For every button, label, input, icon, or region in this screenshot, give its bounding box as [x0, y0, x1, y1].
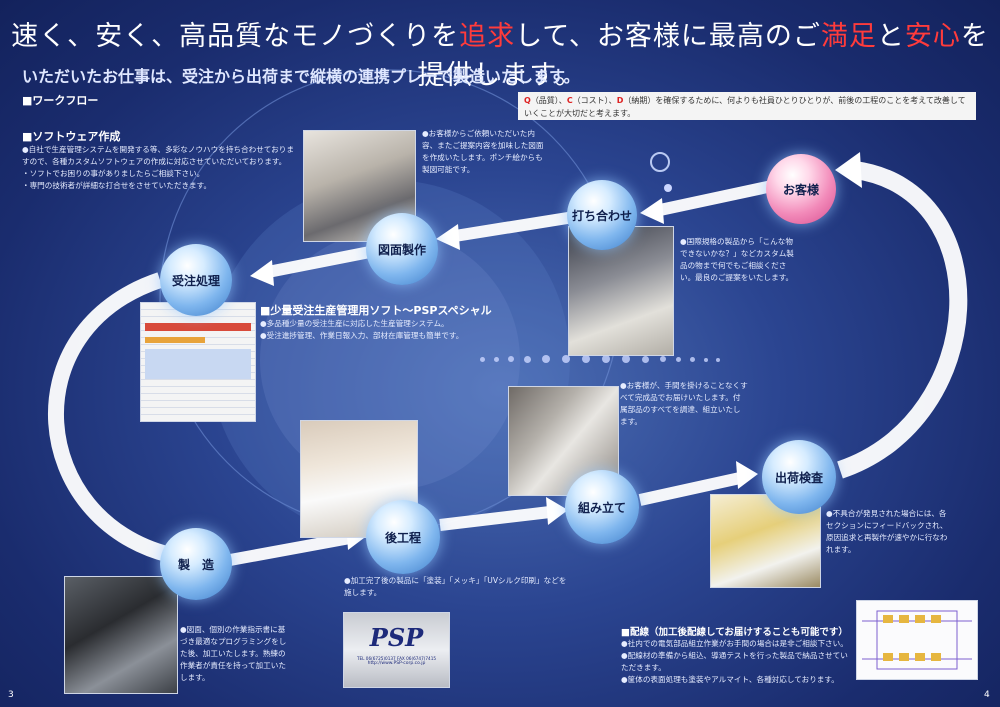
- psp-nameplate: PSP TEL 06(6725)0137 FAX 06(6747)7415 ht…: [343, 612, 450, 688]
- page-number-right: 4: [984, 690, 990, 700]
- software-line: ・専門の技術者が詳細な打合せをさせていただきます。: [22, 181, 212, 190]
- psp-logo: PSP: [369, 623, 424, 652]
- manufacture-note: ●図面、個別の作業指示書に基づき最適なプログラミングをした後、加工いたします。熟…: [180, 625, 287, 682]
- wiring-heading: ■配線（加工後配線してお届けすることも可能です）: [621, 627, 848, 638]
- psp-line: ●受注進捗管理、作業日報入力、部材在庫管理も簡単です。: [260, 331, 464, 340]
- workflow-heading: ■ワークフロー: [22, 94, 99, 107]
- wiring-line: ●社内での電気部品組立作業がお手間の場合は是非ご相談下さい。: [621, 639, 848, 648]
- psp-line: ●多品種少量の受注生産に対応した生産管理システム。: [260, 319, 449, 328]
- inspection-photo: [710, 494, 821, 588]
- headline: 速く、安く、高品質なモノづくりを追求して、お客様に最高のご満足と安心を提供します…: [0, 14, 1000, 92]
- page-number-left: 3: [8, 690, 14, 700]
- headline-part: を提供します。: [417, 21, 989, 91]
- headline-part: して、お客様に最高のご: [515, 21, 821, 52]
- headline-part: と: [876, 21, 905, 52]
- software-heading: ■ソフトウェア作成: [22, 130, 121, 143]
- step-order-processing: 受注処理: [160, 244, 232, 316]
- software-line: ・ソフトでお困りの事がありましたらご相談下さい。: [22, 169, 205, 178]
- subtitle: いただいたお仕事は、受注から出荷まで縦横の連携プレーで製造いたします。: [22, 67, 580, 86]
- manufacture-photo: [64, 576, 178, 694]
- step-shipping-inspection: 出荷検査: [762, 440, 836, 514]
- step-meeting: 打ち合わせ: [567, 180, 637, 250]
- headline-accent: 満足: [820, 21, 877, 52]
- postprocess-note: ●加工完了後の製品に「塗装」「メッキ」「UVシルク印刷」などを施します。: [344, 576, 567, 597]
- software-section: ■ソフトウェア作成 ●自社で生産管理システムを開発する等、多彩なノウハウを持ち合…: [22, 128, 294, 192]
- assembly-note: ●お客様が、手間を掛けることなくすべて完成品でお届けいたします。付属部品のすべて…: [620, 381, 748, 426]
- meeting-photo: [568, 226, 674, 356]
- meeting-note: ●国際規格の製品から「こんな物できないかな？」などカスタム製品の物まで何でもご相…: [680, 237, 794, 282]
- step-customer: お客様: [766, 154, 836, 224]
- qcd-text: （納期）を確保するために、何よりも社員ひとりひとりが、前後の工程のことを考えて改…: [524, 96, 966, 118]
- psp-tel: TEL 06(6725)0137 FAX 06(6747)7415: [356, 656, 437, 661]
- step-drawing: 図面製作: [366, 213, 438, 285]
- dotted-divider: [480, 355, 880, 365]
- wiring-section: ■配線（加工後配線してお届けすることも可能です） ●社内での電気部品組立作業がお…: [621, 624, 853, 686]
- qcd-text: （品質）、: [530, 96, 567, 105]
- software-line: ●自社で生産管理システムを開発する等、多彩なノウハウを持ち合わせておりますので、…: [22, 145, 294, 166]
- drawing-note: ●お客様からご依頼いただいた内容、またご提案内容を加味した図面を作成いたします。…: [422, 129, 544, 174]
- step-assembly: 組み立て: [565, 470, 639, 544]
- qcd-note: Q（品質）、C（コスト）、D（納期）を確保するために、何よりも社員ひとりひとりが…: [518, 92, 976, 120]
- qcd-d: D: [616, 96, 624, 105]
- headline-accent: 安心: [904, 21, 961, 52]
- psp-heading: ■少量受注生産管理用ソフト～PSPスペシャル: [260, 304, 492, 317]
- inspection-note: ●不具合が発見された場合には、各セクションにフィードバックされ、原因追求と再製作…: [826, 509, 948, 554]
- step-post-process: 後工程: [366, 500, 440, 574]
- qcd-q: Q: [524, 96, 531, 105]
- psp-url: http://www.PSP-corp.co.jp: [367, 661, 426, 666]
- headline-accent: 追求: [459, 21, 516, 52]
- wiring-diagram: [856, 600, 978, 680]
- qcd-c: C: [566, 96, 573, 105]
- wiring-line: ●筐体の表面処理も塗装やアルマイト、各種対応しております。: [621, 675, 839, 684]
- psp-section: ■少量受注生産管理用ソフト～PSPスペシャル ●多品種少量の受注生産に対応した生…: [260, 302, 540, 342]
- wiring-line: ●配線材の準備から組込、導通テストを行った製品で納品させていただきます。: [621, 651, 848, 672]
- software-screenshot: [140, 302, 256, 422]
- qcd-text: （コスト）、: [572, 96, 617, 105]
- headline-part: 速く、安く、高品質なモノづくりを: [11, 21, 460, 52]
- step-manufacturing: 製 造: [160, 528, 232, 600]
